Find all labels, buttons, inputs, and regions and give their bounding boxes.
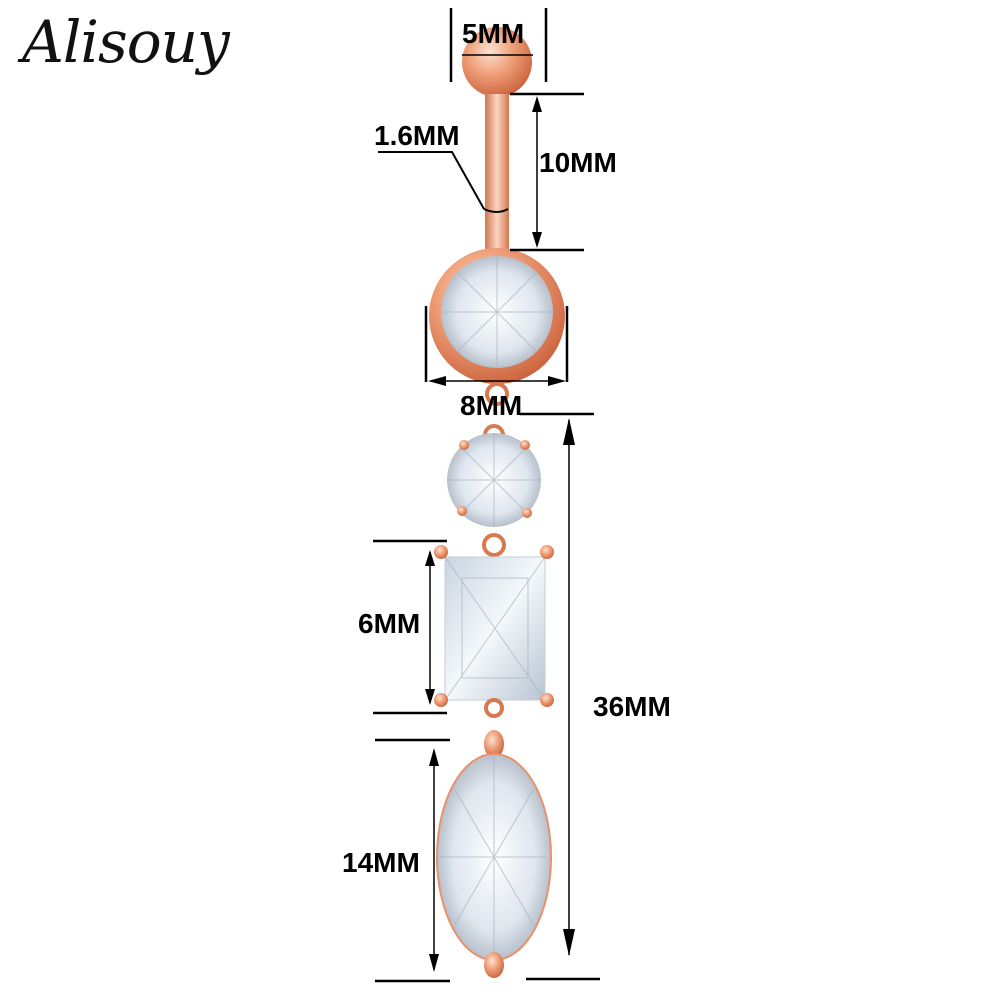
ball-diameter-label: 5MM: [462, 18, 525, 49]
brand-logo: Alisouy: [22, 8, 230, 76]
dimension-lines: [373, 8, 600, 983]
bar-length-label: 10MM: [539, 147, 617, 178]
top-ball: [462, 27, 532, 97]
bezel-stone: [429, 248, 565, 406]
oval-stone: [436, 698, 552, 978]
total-length-label: 36MM: [593, 691, 671, 722]
bezel-width-label: 8MM: [460, 390, 523, 421]
rectangle-stone: [434, 533, 554, 707]
rectangle-height-label: 6MM: [358, 608, 421, 639]
bar-gauge-label: 1.6MM: [374, 120, 460, 151]
round-stone: [447, 424, 541, 527]
barbell-bar: [485, 94, 509, 252]
oval-height-label: 14MM: [342, 847, 420, 878]
